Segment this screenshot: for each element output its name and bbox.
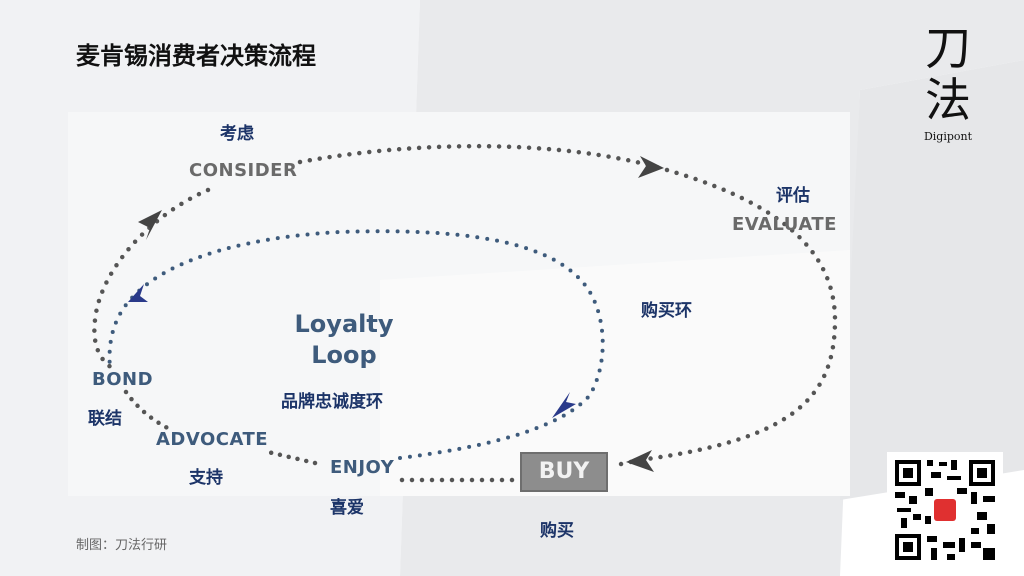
evaluate-label: EVALUATE [732, 214, 837, 235]
buy-cn-label: 购买 [540, 521, 574, 541]
page-title: 麦肯锡消费者决策流程 [76, 42, 316, 70]
loyalty-loop-line1: Loyalty [294, 310, 394, 338]
advocate-cn-label: 支持 [189, 468, 223, 488]
qr-code-icon [895, 460, 995, 560]
enjoy-to-advocate-dots [265, 449, 318, 466]
loyalty-loop-label: Loyalty Loop [284, 309, 404, 371]
enjoy-label: ENJOY [330, 457, 395, 478]
evaluate-cn-label: 评估 [776, 186, 810, 206]
arrow-icon-consider [138, 210, 162, 240]
qr-code [887, 452, 1003, 568]
consider-label: CONSIDER [189, 160, 298, 181]
outer-loop-top [297, 143, 838, 469]
logo-name: Digipont [923, 130, 973, 143]
arrow-icon-buy [626, 450, 654, 472]
loyalty-loop-line2: Loop [311, 341, 377, 369]
inner-loyalty-loop [107, 229, 605, 460]
purchase-loop-cn-label: 购买环 [641, 301, 692, 321]
loyalty-loop-cn-label: 品牌忠诚度环 [281, 392, 383, 412]
enjoy-cn-label: 喜爱 [330, 498, 364, 518]
bond-cn-label: 联结 [88, 409, 122, 429]
consider-cn-label: 考虑 [220, 124, 254, 144]
arrow-icon-loyalty-right [552, 392, 576, 418]
buy-box: BUY [520, 452, 608, 492]
advocate-label: ADVOCATE [156, 429, 269, 450]
bond-to-advocate-dots [123, 389, 175, 433]
qr-logo-badge [934, 499, 956, 521]
logo-char-2: 法 [925, 73, 971, 127]
brand-logo: 刀 法 Digipont [918, 22, 978, 143]
arrow-icon-loyalty-left [128, 284, 148, 302]
source-caption: 制图：刀法行研 [76, 538, 168, 553]
arrow-icon-evaluate [638, 156, 664, 178]
bond-label: BOND [92, 369, 154, 390]
logo-char-1: 刀 [925, 21, 971, 75]
